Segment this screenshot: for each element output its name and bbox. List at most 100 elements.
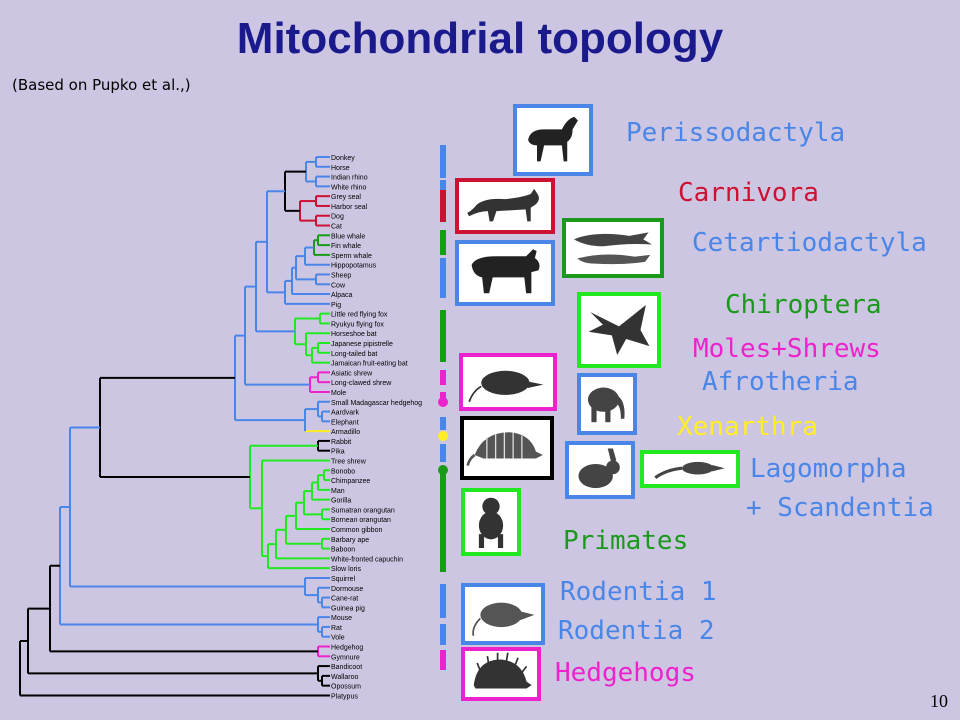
taxon-label: Long-clawed shrew	[331, 380, 392, 387]
taxon-label: Little red flying fox	[331, 312, 388, 319]
group-label-rodentia-2: Rodentia 2	[558, 616, 715, 646]
taxon-label: Mouse	[331, 615, 352, 622]
taxon-label: Cane-rat	[331, 596, 358, 603]
shrew-image	[459, 353, 557, 411]
taxon-label: Platypus	[331, 693, 358, 700]
taxon-label: Fin whale	[331, 243, 361, 250]
taxon-label: Long-tailed bat	[331, 351, 377, 358]
taxon-label: Sheep	[331, 272, 351, 279]
group-label-primates: Primates	[563, 526, 689, 556]
taxon-label: Alpaca	[331, 292, 353, 299]
taxon-label: Harbor seal	[331, 204, 368, 211]
bat-image	[577, 292, 661, 368]
taxon-label: Man	[331, 488, 345, 495]
taxon-label: Bornean orangutan	[331, 517, 391, 524]
clade-dot	[438, 397, 448, 407]
clade-bar	[440, 584, 446, 618]
slide-subtitle: (Based on Pupko et al.,)	[12, 76, 191, 94]
taxon-label: Aardvark	[331, 410, 360, 417]
taxon-label: Bandicoot	[331, 664, 362, 671]
elephant-image	[577, 373, 637, 435]
taxon-label: Asiatic shrew	[331, 370, 373, 377]
clade-dot	[438, 431, 448, 441]
dolphins-image	[562, 218, 664, 278]
taxon-label: Armadillo	[331, 429, 360, 436]
cat-image	[455, 178, 555, 234]
clade-bar	[440, 650, 446, 670]
clade-bar	[440, 417, 446, 430]
group-label-lagomorpha: Lagomorpha	[750, 454, 907, 484]
clade-bar	[440, 624, 446, 645]
group-label-rodentia-1: Rodentia 1	[560, 577, 717, 607]
taxon-label: Gymnure	[331, 654, 360, 661]
taxon-label: Mole	[331, 390, 346, 397]
rat-image	[461, 583, 545, 645]
group-label-scandentia: + Scandentia	[746, 493, 934, 523]
group-label-carnivora: Carnivora	[678, 178, 819, 208]
taxon-label: Horse	[331, 165, 350, 172]
taxon-label: Small Madagascar hedgehog	[331, 400, 422, 407]
rabbit-image	[565, 441, 635, 499]
group-label-perissodactyla: Perissodactyla	[626, 118, 846, 148]
taxon-label: Pig	[331, 302, 341, 309]
taxon-label: Rabbit	[331, 439, 351, 446]
hedgehog-image	[461, 647, 541, 701]
taxon-label: Blue whale	[331, 233, 365, 240]
taxon-label: Gorilla	[331, 498, 351, 505]
taxon-label: Barbary ape	[331, 537, 369, 544]
taxon-label: Sperm whale	[331, 253, 372, 260]
clade-bar	[440, 472, 446, 572]
clade-bar	[440, 145, 446, 178]
taxon-label: Cat	[331, 224, 342, 231]
slide-title: Mitochondrial topology	[236, 14, 724, 63]
taxon-label: Rat	[331, 625, 342, 632]
treeshrew-image	[640, 450, 740, 488]
taxon-label: Donkey	[331, 155, 355, 162]
taxon-label: Ryukyu flying fox	[331, 321, 384, 328]
taxon-label: Horseshoe bat	[331, 331, 377, 338]
baboon-image	[461, 488, 521, 556]
taxon-label: Guinea pig	[331, 605, 365, 612]
cow-image	[455, 240, 555, 306]
taxon-label: Vole	[331, 635, 345, 642]
taxon-label: Dormouse	[331, 586, 363, 593]
clade-bar	[440, 230, 446, 255]
taxon-label: Bonobo	[331, 468, 355, 475]
taxon-label: Common gibbon	[331, 527, 382, 534]
taxon-label: Wallaroo	[331, 674, 358, 681]
taxon-label: Hedgehog	[331, 645, 363, 652]
clade-bar	[440, 310, 446, 362]
clade-bar	[440, 370, 446, 385]
clade-bar	[440, 258, 446, 298]
taxon-label: Grey seal	[331, 194, 361, 201]
taxon-label: Opossum	[331, 684, 361, 691]
taxon-label: White-fronted capuchin	[331, 556, 403, 563]
taxon-label: Chimpanzee	[331, 478, 370, 485]
group-label-chiroptera: Chiroptera	[725, 290, 882, 320]
taxon-label: Cow	[331, 282, 346, 289]
horse-image	[513, 104, 593, 176]
clade-dot	[438, 465, 448, 475]
taxon-label: Tree shrew	[331, 458, 367, 465]
taxon-label: White rhino	[331, 184, 367, 191]
clade-bar	[440, 444, 446, 462]
group-label-hedgehogs: Hedgehogs	[555, 658, 696, 688]
clade-bar	[440, 190, 446, 222]
armadillo-image	[460, 416, 554, 480]
taxon-label: Sumatran orangutan	[331, 507, 395, 514]
page-number: 10	[930, 691, 948, 711]
group-label-cetartiodactyla: Cetartiodactyla	[692, 228, 927, 258]
taxon-label: Slow loris	[331, 566, 361, 573]
taxon-label: Squirrel	[331, 576, 356, 583]
group-label-xenarthra: Xenarthra	[677, 412, 818, 442]
taxon-label: Pika	[331, 449, 345, 456]
taxon-label: Baboon	[331, 547, 355, 554]
taxon-label: Dog	[331, 214, 344, 221]
taxon-label: Japanese pipistrelle	[331, 341, 393, 348]
taxon-label: Indian rhino	[331, 175, 368, 182]
group-label-afrotheria: Afrotheria	[702, 367, 859, 397]
group-label-moles-shrews: Moles+Shrews	[693, 334, 881, 364]
taxon-label: Jamaican fruit-eating bat	[331, 361, 408, 368]
taxon-label: Elephant	[331, 419, 359, 426]
